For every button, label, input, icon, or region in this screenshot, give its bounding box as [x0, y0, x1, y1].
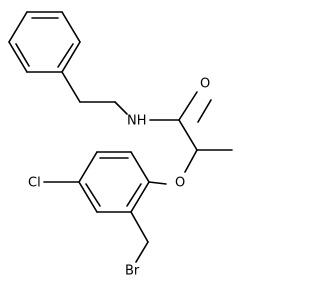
bond [184, 149, 198, 173]
bond [61, 11, 81, 43]
bond [178, 91, 198, 121]
bromine-label: Br [125, 264, 140, 279]
bond [130, 181, 150, 213]
ether-link [148, 181, 167, 185]
bond [130, 151, 150, 183]
bond [130, 211, 149, 243]
chlorine-label: Cl [28, 176, 41, 191]
bond [78, 151, 98, 183]
alpha-carbon-group [178, 119, 233, 173]
bond [61, 41, 81, 73]
ethyl-linker [61, 71, 128, 115]
amide-group [149, 91, 212, 123]
bond [178, 119, 198, 151]
double-bond-inner [57, 43, 74, 68]
bond [8, 11, 28, 43]
carbonyl-oxygen-label: O [200, 77, 210, 92]
double-bond-inner [126, 183, 142, 207]
amide-nitrogen-label: NH [127, 114, 147, 129]
chemical-structure-diagram: NH O O Cl Br [8, 11, 233, 279]
bond [114, 101, 128, 115]
double-bond-inner [85, 183, 101, 207]
phenyl-ring [8, 11, 81, 73]
bond [78, 181, 98, 213]
carbonyl-double-bond [197, 99, 212, 123]
bond [8, 41, 28, 73]
chlorobromophenyl-ring [78, 151, 150, 213]
bond [61, 71, 81, 103]
bond [135, 241, 149, 263]
double-bond-inner [15, 43, 30, 67]
bromo-substituent [130, 211, 149, 263]
bond [148, 181, 167, 185]
ether-oxygen-label: O [175, 176, 185, 191]
